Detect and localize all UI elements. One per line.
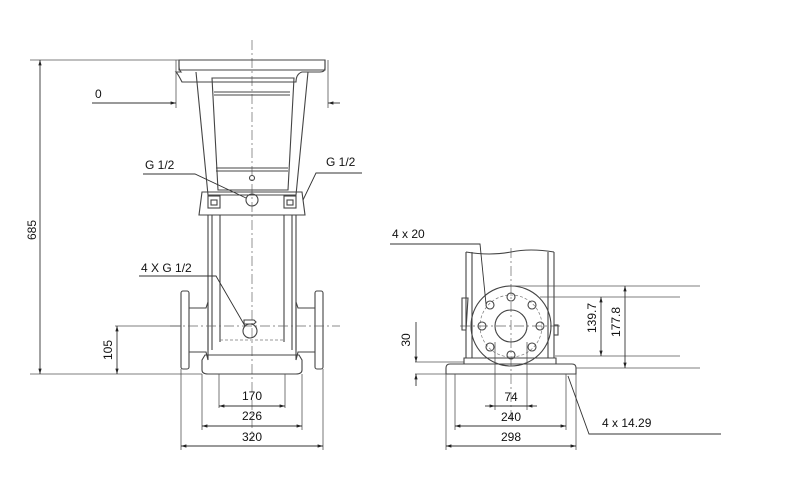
side-view: 30 139.7 177.8 74 240 298 4 x 20 4 x 14.…	[390, 227, 721, 450]
base-height-dim: 30	[399, 333, 413, 347]
bore-dim: 74	[504, 390, 518, 404]
base-bolt-holes-label: 4 x 14.29	[602, 416, 652, 430]
foot-outer-dim: 320	[242, 430, 262, 444]
overall-height-dim: 685	[25, 220, 39, 240]
flange-inner-dim: 139.7	[585, 303, 599, 333]
flange-outer-dim: 177.8	[609, 307, 623, 337]
front-view: 0 685 105 170 226 320 G 1/2 G 1/2 4 X G …	[25, 40, 362, 450]
foot-inner-dim: 170	[242, 389, 262, 403]
gauge-port-left-label: G 1/2	[145, 158, 175, 172]
foot-mid-dim: 226	[242, 409, 262, 423]
base-outer-dim: 298	[501, 430, 521, 444]
inlet-height-dim: 105	[101, 340, 115, 360]
gauge-port-right-label: G 1/2	[326, 155, 356, 169]
zero-reference-label: 0	[95, 87, 102, 101]
flange-bolt-holes-label: 4 x 20	[392, 227, 425, 241]
drain-ports-label: 4 X G 1/2	[141, 261, 192, 275]
base-inner-dim: 240	[501, 410, 521, 424]
